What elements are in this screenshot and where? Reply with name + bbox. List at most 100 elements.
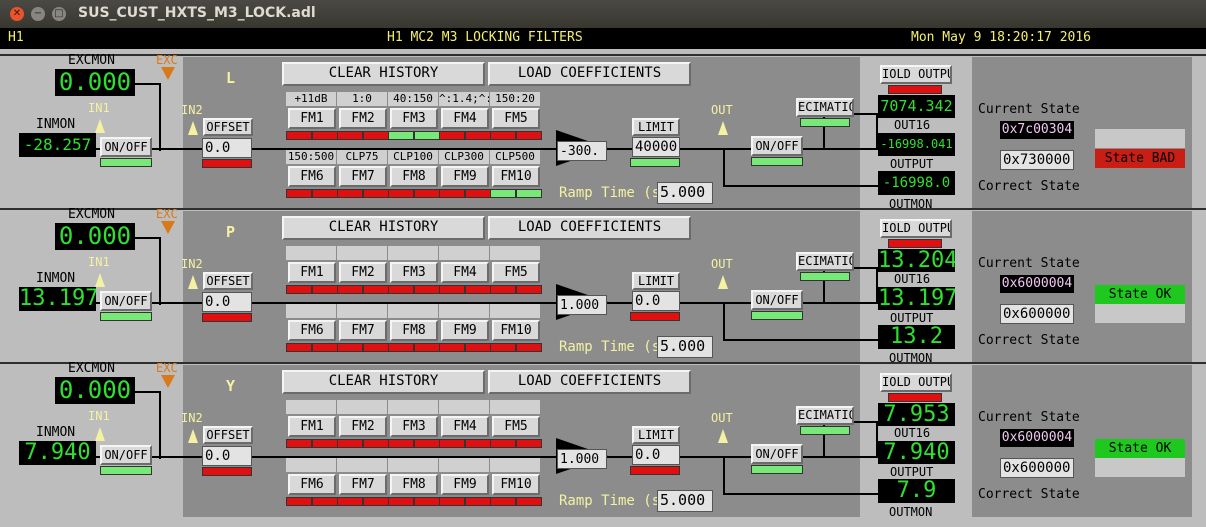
fm2-button[interactable]: FM2 [339,416,387,437]
fm1-button[interactable]: FM1 [288,416,336,437]
clear-history-button[interactable]: CLEAR HISTORY [282,62,485,86]
fm6-button[interactable]: FM6 [288,320,336,341]
fm10-led-b [516,189,542,198]
ramp-time-entry[interactable]: 5.000 [657,490,713,512]
minimize-icon[interactable]: − [31,7,45,21]
correct-state-entry[interactable]: 0x600000 [1000,304,1074,324]
fm3-button[interactable]: FM3 [390,262,438,283]
fm2-button[interactable]: FM2 [339,108,387,129]
fm9-button[interactable]: FM9 [441,474,489,495]
limit-button[interactable]: LIMIT [632,118,680,136]
fm9-button[interactable]: FM9 [441,320,489,341]
load-coefficients-button[interactable]: LOAD COEFFICIENTS [488,62,691,86]
fm6-button[interactable]: FM6 [288,166,336,187]
clear-history-button[interactable]: CLEAR HISTORY [282,216,485,240]
fm-label-2 [337,400,387,414]
input-onoff-button[interactable]: ON/OFF [100,291,152,311]
fm1-button[interactable]: FM1 [288,262,336,283]
limit-entry[interactable]: 0.0 [632,445,680,465]
in1-arrow-icon [95,119,105,133]
clear-history-button[interactable]: CLEAR HISTORY [282,370,485,394]
fm-label-2: 1:0 [337,92,387,106]
fm-label-2 [337,246,387,260]
ramp-time-label: Ramp Time (s [559,339,661,355]
close-icon[interactable]: ✕ [10,7,24,21]
fm1-button[interactable]: FM1 [288,108,336,129]
limit-entry[interactable]: 40000 [632,137,680,157]
limit-button[interactable]: LIMIT [632,426,680,444]
offset-entry[interactable]: 0.0 [202,446,252,466]
inmon-label: INMON [36,425,76,440]
in1-arrow-icon [95,273,105,287]
input-onoff-button[interactable]: ON/OFF [100,137,152,157]
fm6-led-a [286,497,312,506]
inmon-readout: 7.940 [19,441,96,465]
maximize-icon[interactable]: □ [52,7,66,21]
hold-output-button[interactable]: IOLD OUTPU [880,219,952,238]
fm3-led-b [414,439,440,448]
limit-entry[interactable]: 0.0 [632,291,680,311]
fm10-button[interactable]: FM10 [492,166,540,187]
fm8-button[interactable]: FM8 [390,320,438,341]
ramp-time-entry[interactable]: 5.000 [657,336,713,358]
decimation-button[interactable]: ECIMATIO [796,252,854,271]
offset-entry[interactable]: 0.0 [202,292,252,312]
input-onoff-button[interactable]: ON/OFF [100,445,152,465]
fm4-led-b [465,439,491,448]
gain-entry[interactable]: 1.000 [557,295,607,315]
fm5-button[interactable]: FM5 [492,262,540,283]
fm4-button[interactable]: FM4 [441,108,489,129]
load-coefficients-button[interactable]: LOAD COEFFICIENTS [488,370,691,394]
output-onoff-button[interactable]: ON/OFF [751,444,803,464]
out16-readout: 7074.342 [878,95,955,118]
correct-state-entry[interactable]: 0x730000 [1000,150,1074,170]
signal-line [159,237,161,305]
gain-entry[interactable]: -300. [557,141,607,161]
output-onoff-button[interactable]: ON/OFF [751,290,803,310]
fm8-button[interactable]: FM8 [390,166,438,187]
hold-output-button[interactable]: IOLD OUTPU [880,373,952,392]
decimation-button[interactable]: ECIMATIO [796,98,854,117]
decimation-button[interactable]: ECIMATIO [796,406,854,425]
ramp-time-entry[interactable]: 5.000 [657,182,713,204]
state-status-blank [1095,304,1185,323]
out-arrow-icon [718,121,728,135]
signal-line [723,185,878,187]
fm7-button[interactable]: FM7 [339,320,387,341]
fm10-button[interactable]: FM10 [492,320,540,341]
fm4-button[interactable]: FM4 [441,416,489,437]
fm9-led-a [439,343,465,352]
signal-line [135,391,160,393]
fm-label-3 [388,400,438,414]
fm7-button[interactable]: FM7 [339,166,387,187]
output-onoff-button[interactable]: ON/OFF [751,136,803,156]
fm9-button[interactable]: FM9 [441,166,489,187]
fm9-led-b [465,343,491,352]
load-coefficients-button[interactable]: LOAD COEFFICIENTS [488,216,691,240]
fm7-button[interactable]: FM7 [339,474,387,495]
outmon-readout: 7.9 [878,479,955,503]
offset-button[interactable]: OFFSET [203,272,253,290]
fm4-button[interactable]: FM4 [441,262,489,283]
fm3-button[interactable]: FM3 [390,416,438,437]
correct-state-entry[interactable]: 0x600000 [1000,458,1074,478]
fm3-button[interactable]: FM3 [390,108,438,129]
fm6-button[interactable]: FM6 [288,474,336,495]
fm2-led-a [337,285,363,294]
offset-button[interactable]: OFFSET [203,118,253,136]
offset-button[interactable]: OFFSET [203,426,253,444]
output-onoff-led [751,311,803,320]
offset-led [202,467,252,476]
fm2-button[interactable]: FM2 [339,262,387,283]
limit-button[interactable]: LIMIT [632,272,680,290]
signal-line [723,339,878,341]
fm8-button[interactable]: FM8 [390,474,438,495]
hold-output-button[interactable]: IOLD OUTPU [880,65,952,84]
fm10-button[interactable]: FM10 [492,474,540,495]
signal-line [95,148,560,150]
gain-entry[interactable]: 1.000 [557,449,607,469]
offset-entry[interactable]: 0.0 [202,138,252,158]
dof-label: L [226,69,236,87]
fm5-button[interactable]: FM5 [492,416,540,437]
fm5-button[interactable]: FM5 [492,108,540,129]
